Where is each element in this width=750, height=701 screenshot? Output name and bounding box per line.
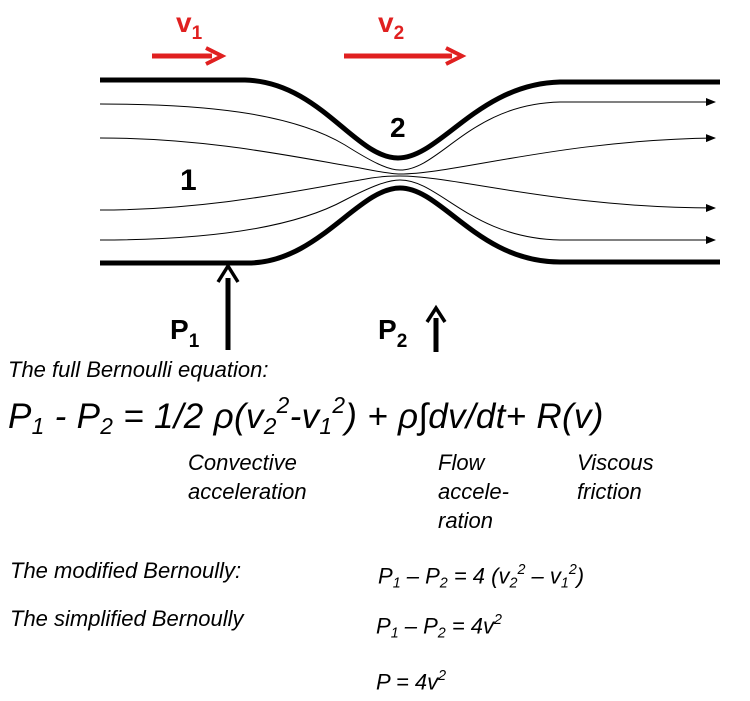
modified-bernoulli-formula: P1 – P2 = 4 (v22 – v12)	[378, 562, 585, 592]
velocity-label-v1: v1	[176, 7, 203, 44]
velocity-arrow-v2	[344, 46, 467, 66]
streamline	[99, 175, 716, 212]
stenosis-flow-diagram: v1 v2 1 2 P1 P2	[99, 7, 720, 352]
velocity-arrow-v1	[152, 46, 227, 66]
term-convective-acceleration: Convective acceleration	[188, 450, 307, 504]
simplified-bernoulli-formula: P1 – P2 = 4v2	[376, 612, 502, 642]
pressure-label-p1: P1	[170, 314, 200, 352]
pressure-arrow-p1	[216, 262, 240, 350]
region-label-2: 2	[390, 112, 406, 143]
streamline	[99, 134, 716, 175]
pressure-label-p2: P2	[378, 314, 407, 352]
streamline	[99, 98, 716, 171]
pressure-short-formula: P = 4v2	[376, 668, 447, 695]
pressure-arrow-p2	[425, 304, 447, 352]
velocity-label-v2: v2	[378, 7, 404, 44]
term-viscous-friction: Viscous friction	[577, 450, 654, 504]
streamline	[99, 179, 716, 244]
region-label-1: 1	[180, 164, 197, 197]
vessel-upper-wall	[100, 77, 720, 161]
term-flow-acceleration: Flow accele-ration	[438, 450, 509, 533]
simplified-bernoulli-title: The simplified Bernoully	[10, 606, 244, 631]
modified-bernoulli-title: The modified Bernoully:	[10, 558, 242, 583]
vessel-lower-wall	[100, 185, 720, 266]
full-equation-title: The full Bernoulli equation:	[8, 357, 269, 382]
full-bernoulli-equation: P1 - P2 = 1/2 ρ(v22-v12) + ρ∫dv/dt+ R(v)	[8, 392, 604, 440]
